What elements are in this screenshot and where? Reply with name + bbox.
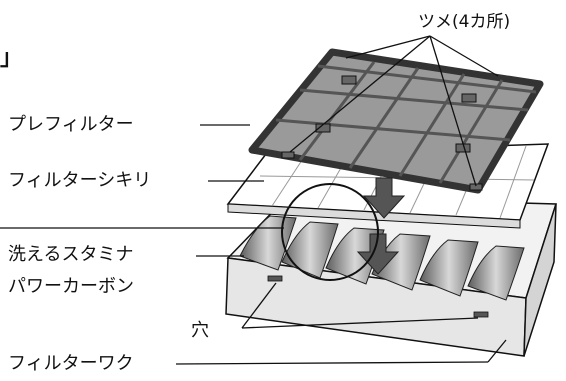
hole-left xyxy=(267,275,283,282)
label-stamina-line2: パワーカーボン xyxy=(8,276,134,297)
carbon-filter xyxy=(239,215,525,301)
leader-lines xyxy=(0,35,507,365)
tab-1 xyxy=(341,75,357,85)
hole-right xyxy=(473,311,489,318)
label-stamina-line1: 洗えるスタミナ xyxy=(8,244,134,265)
title-bracket: 」 xyxy=(0,46,23,71)
label-tsume: ツメ(4カ所) xyxy=(418,12,511,32)
tab-5 xyxy=(281,151,295,159)
label-ana: 穴 xyxy=(191,320,209,341)
label-filter-shikiri: フィルターシキリ xyxy=(8,170,152,191)
pre-filter xyxy=(248,48,544,194)
down-arrow-icon xyxy=(356,177,406,275)
tab-2 xyxy=(461,93,477,103)
label-pre-filter: プレフィルター xyxy=(8,114,134,135)
label-filter-waku: フィルターワク xyxy=(8,353,134,374)
detail-circle xyxy=(281,183,379,281)
